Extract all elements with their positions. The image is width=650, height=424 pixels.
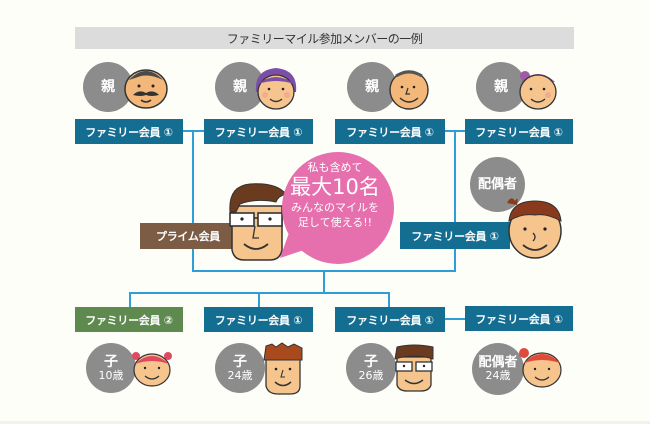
connector-vertical-right bbox=[454, 131, 456, 272]
parent-member-box: ファミリー会員 ① bbox=[75, 119, 183, 144]
woman-brown-hair-face-icon bbox=[507, 198, 562, 259]
young-man-glasses-face-icon bbox=[394, 344, 434, 392]
connector-child2-drop bbox=[258, 292, 260, 307]
parent-member-box: ファミリー会員 ① bbox=[335, 119, 445, 144]
young-woman-red-hair-face-icon bbox=[519, 348, 562, 388]
connector-child-spouse bbox=[445, 318, 465, 320]
role-circle-parent: 親 bbox=[347, 62, 397, 112]
girl-pink-hair-face-icon bbox=[132, 352, 172, 387]
bottom-band bbox=[0, 421, 650, 424]
role-circle-child: 子 26歳 bbox=[346, 343, 396, 393]
speech-bubble bbox=[280, 152, 394, 264]
role-circle-child: 子 10歳 bbox=[86, 343, 136, 393]
role-circle-child: 子 24歳 bbox=[215, 343, 265, 393]
connector-child1-drop bbox=[129, 292, 131, 307]
role-circle-parent: 親 bbox=[476, 62, 526, 112]
mother-purple-bun-face-icon bbox=[519, 71, 557, 110]
child-member-box: ファミリー会員 ① bbox=[204, 307, 313, 332]
connector-vertical-left bbox=[192, 131, 194, 272]
connector-child3-drop bbox=[388, 292, 390, 307]
father-bald-face-icon bbox=[389, 70, 429, 110]
father-mustache-face-icon bbox=[124, 69, 168, 109]
diagram-title: ファミリーマイル参加メンバーの一例 bbox=[75, 27, 574, 49]
child-member-box: ファミリー会員 ① bbox=[465, 306, 573, 331]
mother-purple-hair-face-icon bbox=[255, 68, 297, 110]
child-member-box: ファミリー会員 ② bbox=[75, 307, 183, 332]
parent-member-box: ファミリー会員 ① bbox=[465, 119, 573, 144]
bubble-text: 私も含めて 最大10名 みんなのマイルを 足して使える!! bbox=[290, 161, 380, 229]
parent-member-box: ファミリー会員 ① bbox=[204, 119, 313, 144]
role-circle-child-spouse: 配偶者 24歳 bbox=[472, 343, 524, 395]
spouse-member-box: ファミリー会員 ① bbox=[400, 222, 510, 249]
child-member-box: ファミリー会員 ① bbox=[335, 307, 445, 332]
boy-spiky-hair-face-icon bbox=[263, 342, 303, 395]
man-glasses-face-icon bbox=[229, 183, 287, 261]
prime-member-box: プライム会員 bbox=[140, 223, 236, 249]
connector-center-down bbox=[323, 271, 325, 294]
